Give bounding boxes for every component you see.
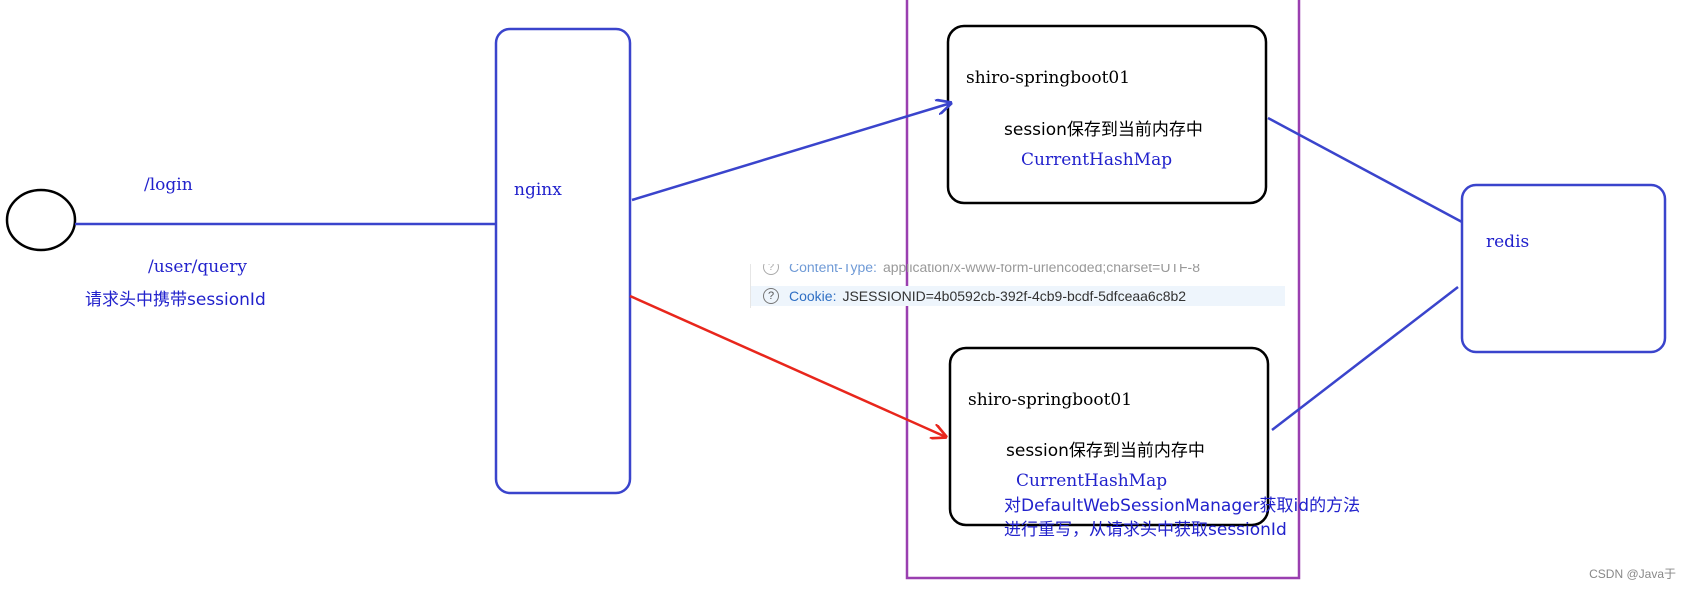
client-note-label: 请求头中携带sessionId bbox=[85, 290, 266, 310]
server-top-title: shiro-springboot01 bbox=[966, 68, 1131, 88]
query-path-label: /user/query bbox=[148, 257, 247, 277]
header-value: application/x-www-form-urlencoded;charse… bbox=[882, 264, 1200, 275]
nginx-to-server-top-arrow bbox=[631, 103, 951, 202]
content-type-header-row: ? Content-Type: application/x-www-form-url… bbox=[751, 264, 1285, 277]
nginx-box bbox=[494, 27, 632, 495]
server-bottom-to-redis-line bbox=[1271, 286, 1459, 431]
cookie-header-row: ? Cookie: JSESSIONID=4b0592cb-392f-4cb9-bc… bbox=[751, 286, 1285, 306]
nginx-label: nginx bbox=[514, 180, 562, 200]
login-path-label: /login bbox=[144, 175, 193, 195]
redis-label: redis bbox=[1486, 232, 1530, 252]
server-top-to-redis-line bbox=[1267, 116, 1463, 224]
server-bottom-box bbox=[948, 346, 1270, 527]
override-note-line2: 进行重写，从请求头中获取sessionId bbox=[1004, 520, 1287, 540]
request-headers-snippet: ? Content-Type: application/x-www-form-url… bbox=[750, 264, 1285, 308]
server-bottom-title: shiro-springboot01 bbox=[968, 390, 1133, 410]
header-value: JSESSIONID=4b0592cb-392f-4cb9-bcdf-5dfce… bbox=[842, 288, 1187, 304]
watermark: CSDN @Java于 bbox=[1589, 567, 1676, 581]
server-bottom-store: CurrentHashMap bbox=[1016, 471, 1168, 491]
redis-box bbox=[1460, 183, 1667, 354]
server-bottom-desc: session保存到当前内存中 bbox=[1006, 441, 1205, 461]
header-key: Content-Type: bbox=[789, 264, 877, 275]
nginx-to-server-bottom-arrow bbox=[629, 294, 946, 437]
server-top-box bbox=[946, 24, 1268, 205]
header-key: Cookie: bbox=[789, 288, 837, 304]
help-icon: ? bbox=[763, 288, 779, 305]
help-icon: ? bbox=[763, 264, 779, 276]
override-note-line1: 对DefaultWebSessionManager获取id的方法 bbox=[1004, 496, 1361, 516]
server-top-store: CurrentHashMap bbox=[1021, 150, 1173, 170]
server-top-desc: session保存到当前内存中 bbox=[1004, 120, 1203, 140]
client-circle bbox=[5, 188, 77, 252]
